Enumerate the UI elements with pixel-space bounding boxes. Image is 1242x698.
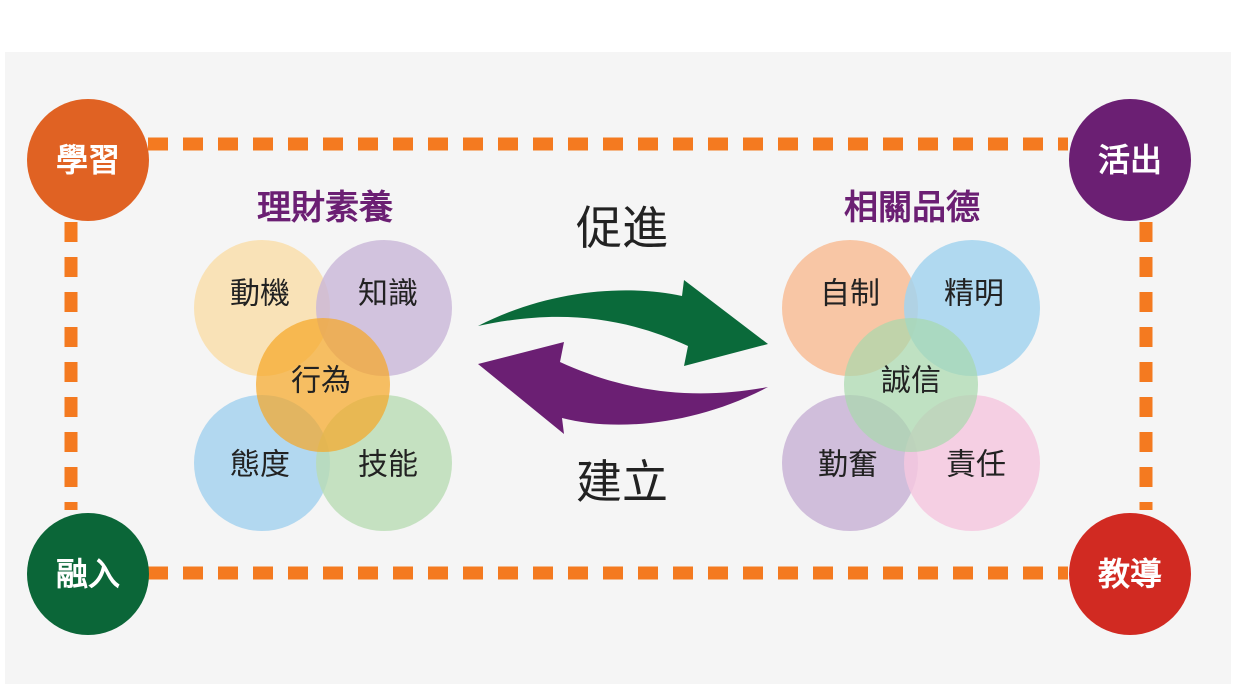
corner-teach-circle bbox=[1069, 513, 1191, 635]
arrow-label-build: 建立 bbox=[576, 455, 668, 509]
label-responsibility: 責任 bbox=[946, 448, 1006, 483]
corner-integrate: 融入 bbox=[27, 513, 149, 635]
label-behavior: 行為 bbox=[291, 364, 351, 399]
label-self-control: 自制 bbox=[820, 277, 880, 312]
arrow-left-build bbox=[478, 342, 768, 434]
corner-learn: 學習 bbox=[27, 99, 149, 221]
label-attitude: 態度 bbox=[230, 448, 290, 483]
corner-teach-label: 教導 bbox=[1098, 555, 1162, 593]
left-venn bbox=[194, 240, 452, 531]
label-motivation: 動機 bbox=[230, 277, 290, 312]
right-group-title: 相關品德 bbox=[844, 188, 980, 228]
dotted-frame bbox=[64, 137, 1153, 580]
corner-live-label: 活出 bbox=[1098, 141, 1162, 179]
corner-learn-circle bbox=[27, 99, 149, 221]
corner-live-circle bbox=[1069, 99, 1191, 221]
corner-integrate-circle bbox=[27, 513, 149, 635]
label-skills: 技能 bbox=[358, 448, 418, 483]
right-venn bbox=[782, 240, 1040, 531]
arrow-right-promote bbox=[478, 280, 768, 366]
label-prudence: 精明 bbox=[944, 277, 1004, 312]
corner-teach: 教導 bbox=[1069, 513, 1191, 635]
label-integrity: 誠信 bbox=[881, 364, 941, 399]
venn-circle-integrity bbox=[844, 318, 978, 452]
corner-integrate-label: 融入 bbox=[56, 555, 120, 593]
corner-live: 活出 bbox=[1069, 99, 1191, 221]
corner-learn-label: 學習 bbox=[56, 141, 120, 179]
venn-circle-behavior bbox=[256, 318, 390, 452]
label-knowledge: 知識 bbox=[358, 277, 418, 312]
left-group-title: 理財素養 bbox=[257, 188, 393, 228]
label-diligence: 勤奮 bbox=[818, 448, 878, 483]
arrow-label-promote: 促進 bbox=[576, 201, 668, 255]
